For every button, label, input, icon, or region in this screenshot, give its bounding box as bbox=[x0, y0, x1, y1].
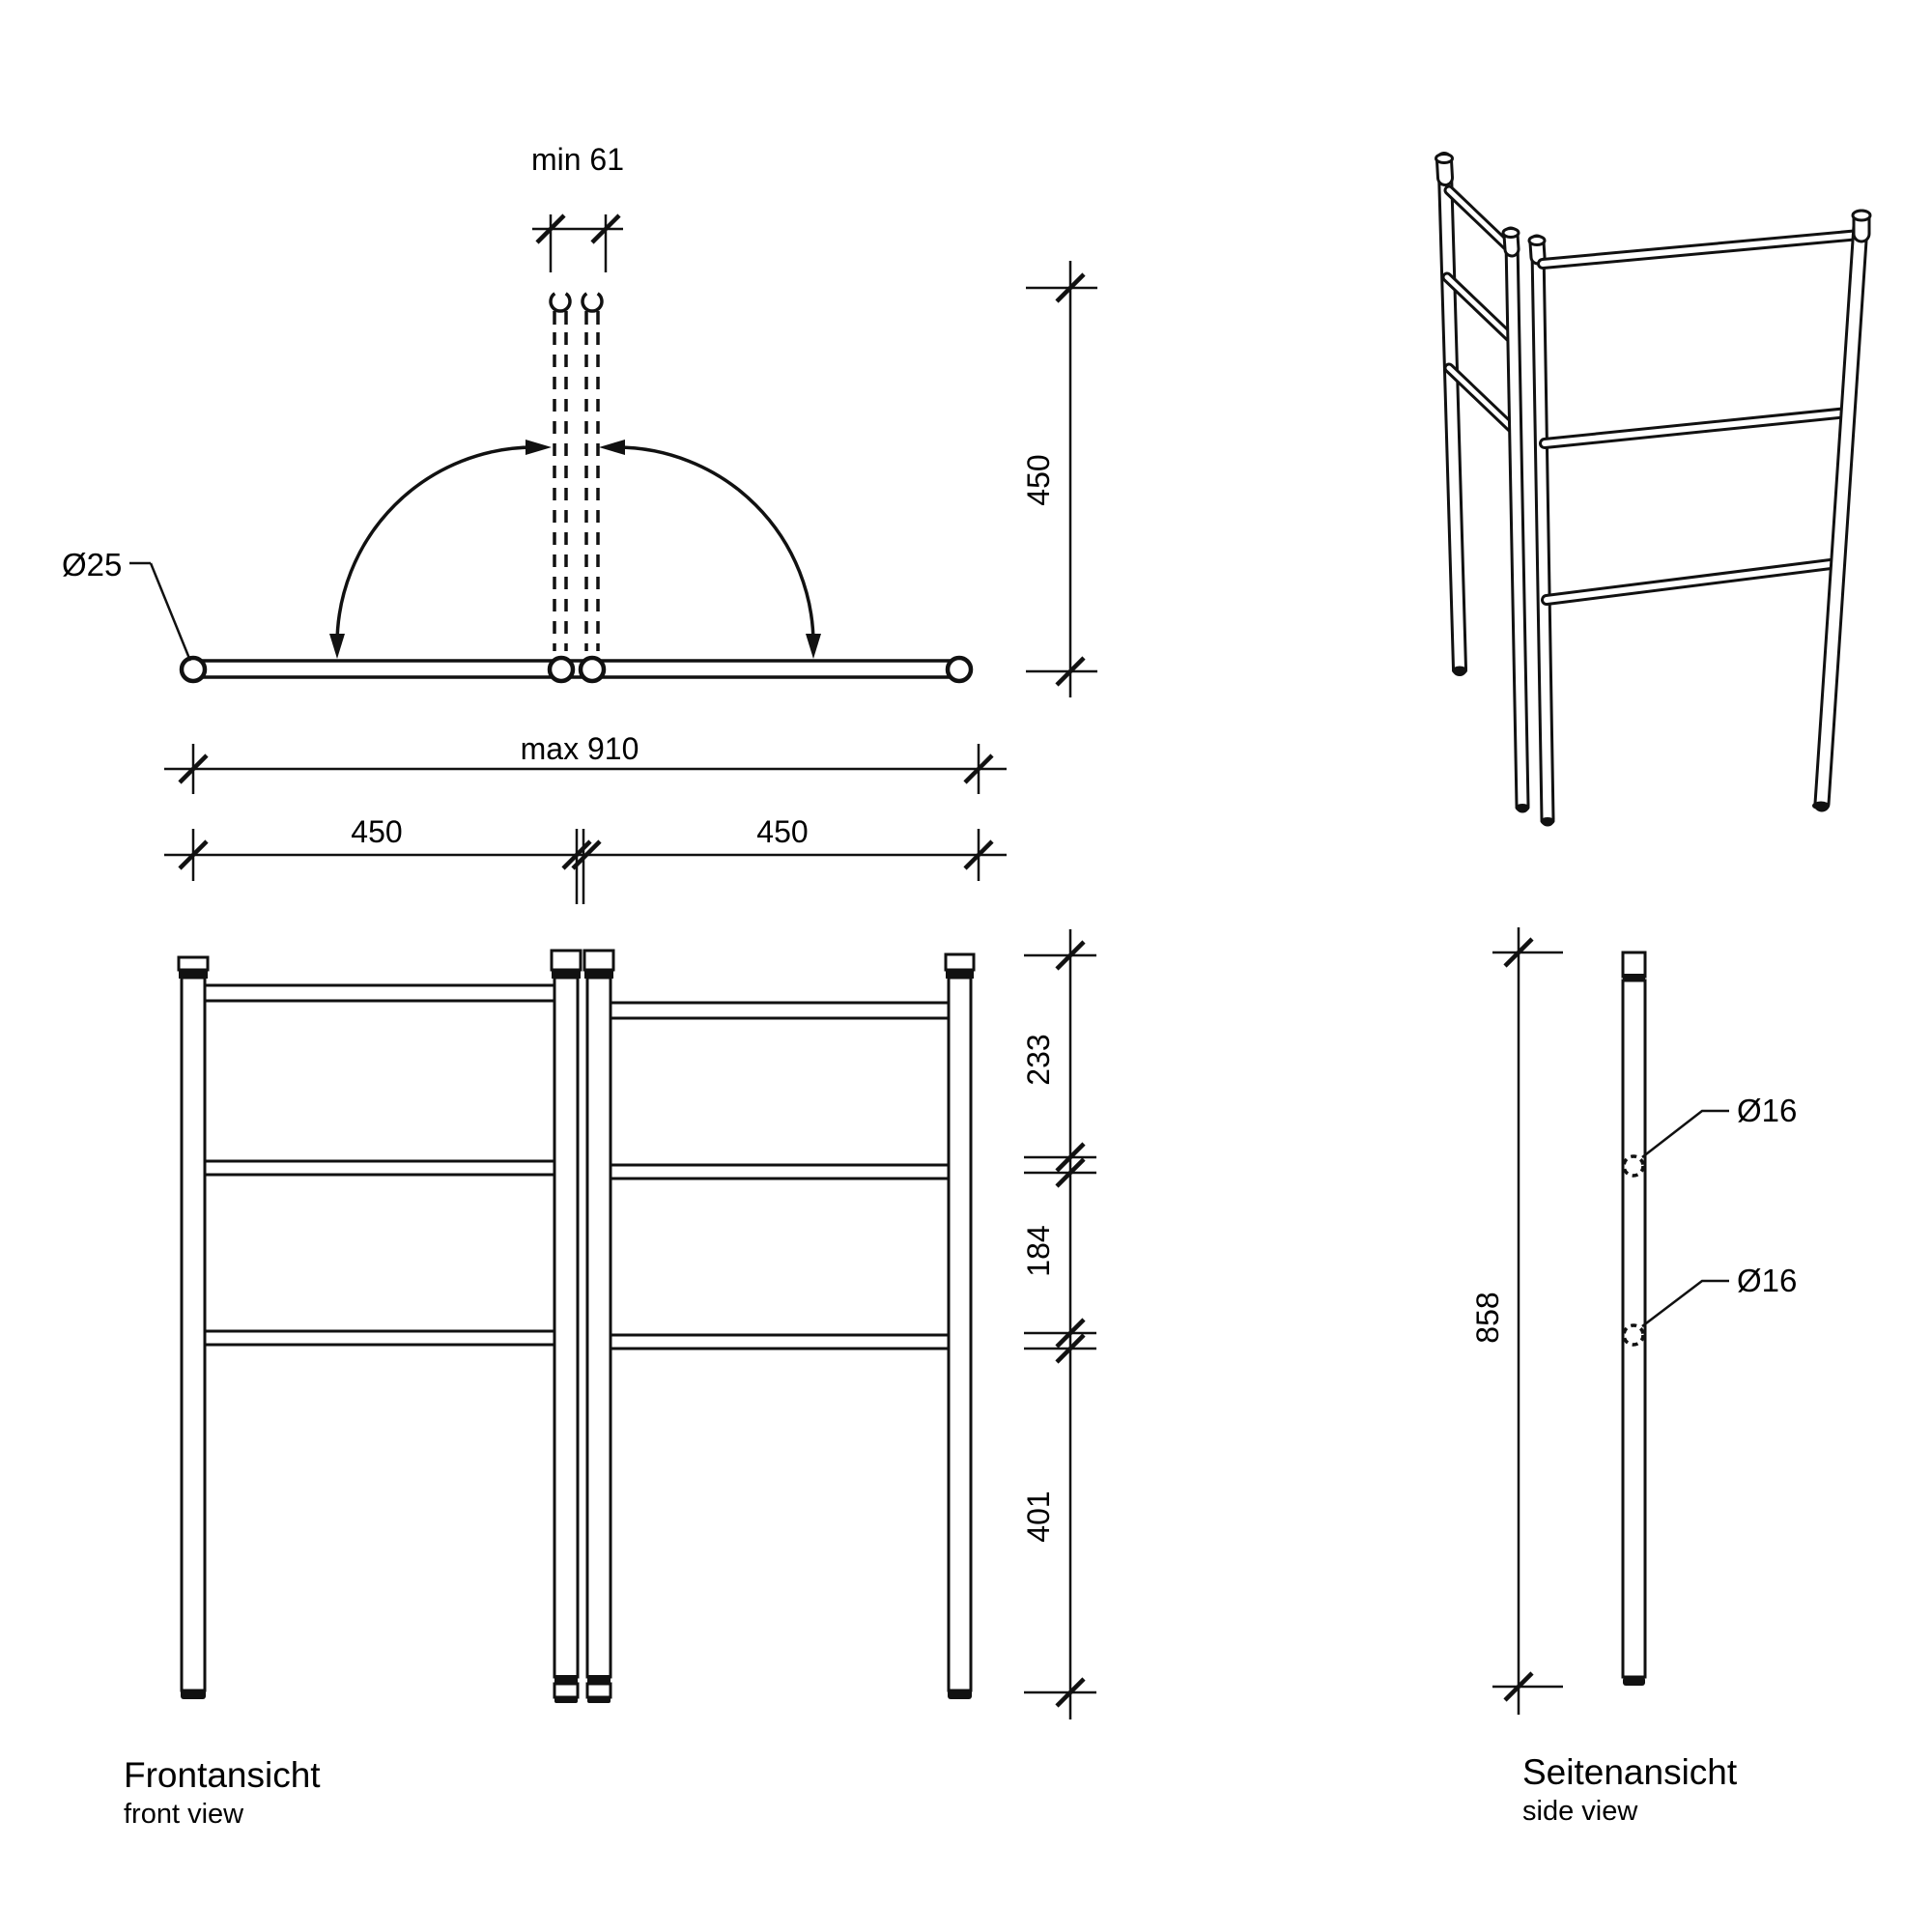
callout-hole-top: Ø16 bbox=[1641, 1093, 1797, 1158]
callout-tube-diameter: Ø25 bbox=[62, 547, 192, 662]
side-view-drawing: 858 Ø16 Ø16 Seitenansicht side view bbox=[1470, 927, 1797, 1827]
hook-symbols bbox=[549, 292, 604, 325]
dimension-folded-height: 450 bbox=[1021, 261, 1097, 697]
dimension-min-width: min 61 bbox=[531, 142, 624, 272]
hole-bottom-label: Ø16 bbox=[1737, 1263, 1797, 1298]
side-view-title-de: Seitenansicht bbox=[1522, 1752, 1738, 1792]
fold-arc-left bbox=[329, 440, 552, 659]
front-seg-bottom-label: 401 bbox=[1021, 1491, 1056, 1542]
front-seg-top-label: 233 bbox=[1021, 1034, 1056, 1085]
fold-arc-right bbox=[599, 440, 821, 659]
side-leg bbox=[1621, 951, 1647, 1686]
max-width-label: max 910 bbox=[521, 731, 639, 766]
front-view-drawing: 233 184 401 Frontansicht front view bbox=[124, 929, 1096, 1830]
side-height-label: 858 bbox=[1470, 1292, 1505, 1343]
tube-diameter-label: Ø25 bbox=[62, 547, 122, 582]
callout-hole-bottom: Ø16 bbox=[1641, 1263, 1797, 1327]
front-view-title-en: front view bbox=[124, 1799, 244, 1830]
front-seg-middle-label: 184 bbox=[1021, 1225, 1056, 1276]
side-view-title-en: side view bbox=[1522, 1796, 1638, 1827]
dimension-front-heights: 233 184 401 bbox=[1021, 929, 1096, 1719]
dimension-side-height: 858 bbox=[1470, 927, 1563, 1715]
folded-height-label: 450 bbox=[1021, 454, 1056, 505]
folded-tubes-dashed bbox=[553, 332, 600, 651]
front-right-post bbox=[944, 952, 976, 1699]
dimension-halves: 450 450 bbox=[164, 814, 1007, 904]
left-half-label: 450 bbox=[351, 814, 402, 849]
dimension-max-width: max 910 bbox=[164, 731, 1007, 794]
front-center-posts bbox=[550, 949, 615, 1703]
front-left-post bbox=[177, 955, 210, 1699]
top-view-drawing: min 61 bbox=[62, 142, 1097, 904]
hole-top-label: Ø16 bbox=[1737, 1093, 1797, 1128]
front-view-title-de: Frontansicht bbox=[124, 1755, 321, 1795]
right-half-label: 450 bbox=[756, 814, 808, 849]
top-bar bbox=[179, 655, 974, 684]
min-width-label: min 61 bbox=[531, 142, 624, 177]
isometric-view bbox=[1435, 152, 1872, 827]
